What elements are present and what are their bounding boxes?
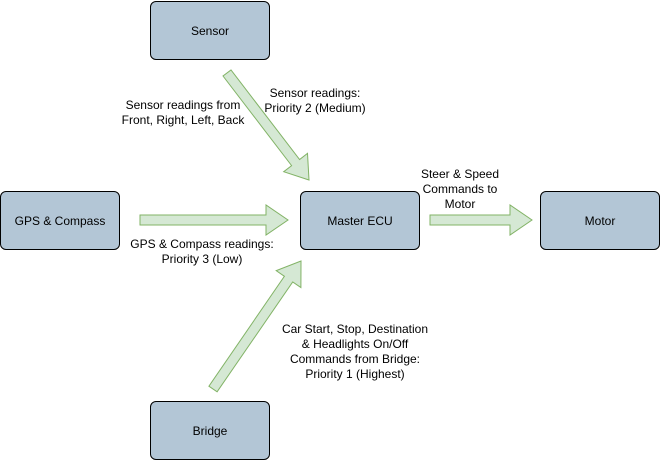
sensor-to-ecu-arrow[interactable]	[222, 69, 310, 181]
ecu-to-motor-arrow[interactable]	[429, 204, 533, 236]
master-ecu-node[interactable]: Master ECU	[300, 191, 420, 250]
gps-edge-label: GPS & Compass readings: Priority 3 (Low)	[130, 237, 274, 266]
sensor-node[interactable]: Sensor	[150, 1, 270, 60]
arrows-layer	[139, 69, 533, 393]
sensor-edge-label: Sensor readings: Priority 2 (Medium)	[264, 86, 366, 115]
bridge-edge-label: Car Start, Stop, Destination & Headlight…	[281, 322, 429, 381]
gps-to-ecu-arrow[interactable]	[139, 204, 289, 236]
sensor-sources-annotation: Sensor readings from Front, Right, Left,…	[121, 98, 245, 127]
motor-node[interactable]: Motor	[540, 191, 660, 250]
motor-edge-label: Steer & Speed Commands to Motor	[420, 167, 500, 211]
gps-compass-node[interactable]: GPS & Compass	[0, 191, 120, 250]
bridge-node[interactable]: Bridge	[150, 401, 270, 460]
bridge-to-ecu-arrow[interactable]	[208, 260, 302, 393]
